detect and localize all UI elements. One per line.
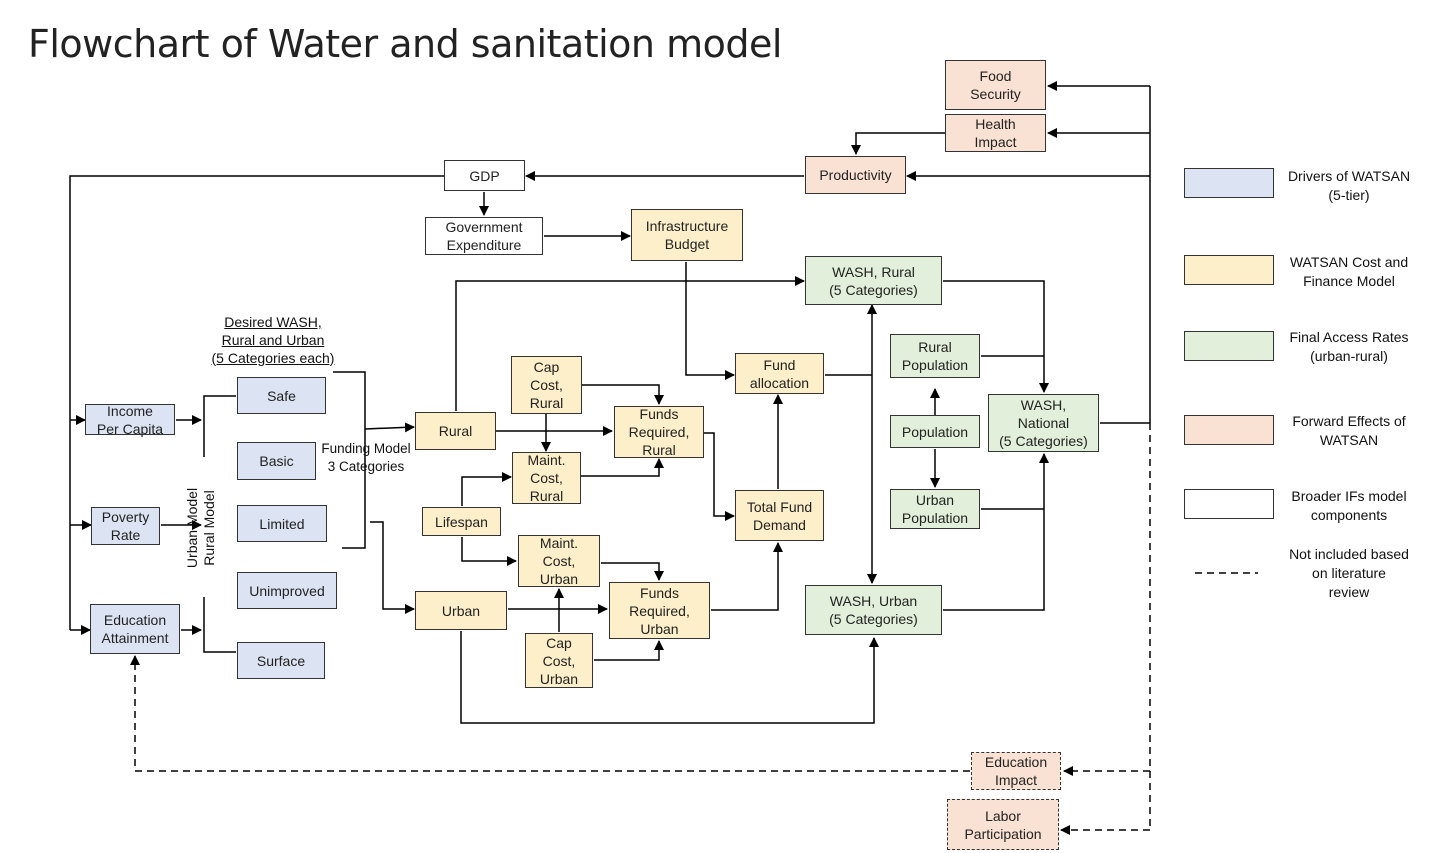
legend-swatch-drivers [1184,168,1274,198]
health-impact-node: Health Impact [945,114,1046,152]
income-per-capita-node: Income Per Capita [85,403,175,437]
connector-education-impact-feedback [130,655,970,772]
connector-cap-rural [582,384,664,405]
bracket-urban [203,597,236,653]
legend-text-dashed: Not included based on literature review [1289,546,1409,600]
category-safe-node: Safe [237,377,326,414]
connector-health-to-productivity [851,132,945,155]
cap-cost-urban-node: Cap Cost, Urban [525,633,593,688]
connector-rural-to-wash-rural [455,276,805,411]
government-expenditure-node: Government Expenditure [425,217,543,255]
cap-cost-rural-node: Cap Cost, Rural [511,356,582,414]
legend-text-broader: Broader IFs model components [1291,488,1407,523]
wash-national-node: WASH, National (5 Categories) [988,394,1099,452]
legend-swatch-forward [1184,415,1274,445]
lifespan-node: Lifespan [422,507,501,536]
category-limited-node: Limited [237,505,327,542]
population-node: Population [890,415,980,448]
legend-text-cost: WATSAN Cost and Finance Model [1289,254,1409,289]
rural-population-node: Rural Population [890,334,980,378]
rural-node: Rural [415,412,496,450]
education-impact-node: Education Impact [971,752,1061,790]
labor-participation-node: Labor Participation [947,799,1059,850]
total-fund-demand-node: Total Fund Demand [735,490,824,541]
category-basic-node: Basic [237,442,316,480]
urban-node: Urban [415,591,507,630]
infrastructure-budget-node: Infrastructure Budget [631,209,743,261]
food-security-node: Food Security [945,60,1046,110]
connector-urban-to-wash-urban [460,631,879,724]
connector-wash-rural-to-national [943,280,1049,393]
funding-model-label: Funding Model 3 Categories [321,441,411,474]
connector-infra-to-fund [685,262,735,380]
funds-required-urban-node: Funds Required, Urban [609,582,710,639]
connector-funds-rural-to-total [704,432,735,521]
urban-population-node: Urban Population [890,489,980,529]
page-title: Flowchart of Water and sanitation model [28,22,782,66]
desired-wash-label: Desired WASH, Rural and Urban (5 Categor… [211,314,335,366]
connector-lifespan-rural [461,472,512,506]
category-unimproved-node: Unimproved [237,572,337,609]
legend-swatch-cost [1184,255,1274,285]
fund-allocation-node: Fund allocation [735,353,824,394]
legend-text-forward: Forward Effects of WATSAN [1292,413,1406,448]
productivity-node: Productivity [805,156,906,194]
wash-rural-node: WASH, Rural (5 Categories) [805,256,942,305]
wash-urban-node: WASH, Urban (5 Categories) [805,585,942,635]
urban-rural-model-label: Urban Model Rural Model [184,487,217,569]
poverty-rate-node: Poverty Rate [91,507,160,545]
connector-cap-urban [594,640,664,661]
legend-text-drivers: Drivers of WATSAN (5-tier) [1287,168,1411,203]
legend-swatch-access [1184,331,1274,361]
bracket-funding [333,371,366,549]
connector-to-rural [364,422,415,433]
legend-swatch-broader [1184,489,1274,519]
connector-gdp-left-trunk [69,175,444,630]
connector-funds-urban-to-total [711,542,783,611]
category-surface-node: Surface [237,642,325,679]
connector-maint-rural [581,458,664,477]
funds-required-rural-node: Funds Required, Rural [614,406,704,458]
maint-cost-urban-node: Maint. Cost, Urban [518,535,600,587]
education-attainment-node: Education Attainment [90,604,180,654]
legend-text-access: Final Access Rates (urban-rural) [1289,329,1409,364]
bracket-rural [203,395,236,457]
gdp-node: GDP [444,160,525,191]
maint-cost-rural-node: Maint. Cost, Rural [512,452,581,504]
connector-lifespan-urban [461,537,517,566]
connector-to-urban [370,521,415,614]
connector-maint-urban [601,562,664,581]
connector-wash-urban-to-national [943,453,1049,611]
